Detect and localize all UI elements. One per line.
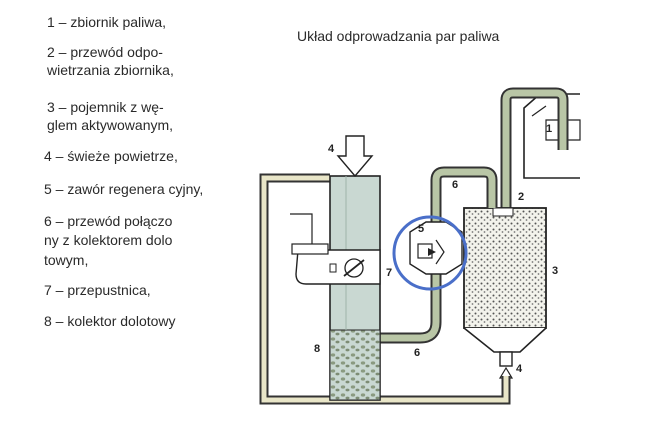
tank-vent-pipe [500,87,569,272]
air-return-duct [259,173,511,405]
regeneration-valve [392,215,468,291]
label-7: 7 [386,267,392,279]
label-8: 8 [314,343,320,355]
legend-item-6-line-3: towym, [44,252,89,268]
legend-item-5: 5 – zawór regenera cyjny, [44,181,204,197]
intake-connection-pipe [380,166,498,344]
label-6-bottom: 6 [414,347,420,359]
label-4-bottom: 4 [516,363,523,375]
carbon-canister [463,207,547,367]
legend-item-3-line-1: 3 – pojemnik z wę- [47,99,164,115]
legend-item-7: 7 – przepustnica, [44,282,151,298]
throttle-valve [290,213,381,285]
label-2: 2 [518,191,524,203]
legend-item-8: 8 – kolektor dolotowy [44,313,176,329]
fresh-air-arrow [336,135,374,178]
legend-item-6-line-2: ny z kolektorem dolo [44,232,173,248]
legend-item-6-line-1: 6 – przewód połączo [44,213,173,229]
legend-item-2-line-1: 2 – przewód odpo- [47,44,163,60]
legend: 1 – zbiornik paliwa, 2 – przewód odpo- w… [0,0,230,440]
legend-item-4: 4 – świeże powietrze, [44,148,178,164]
legend-item-1: 1 – zbiornik paliwa, [47,14,167,30]
label-3: 3 [552,265,558,277]
fuel-tank [523,93,581,179]
legend-item-2-line-2: wietrzania zbiornika, [47,62,174,78]
highlight-circle [392,215,468,291]
diagram-title: Układ odprowadzania par paliwa [297,28,500,44]
label-6-top: 6 [452,179,458,191]
intake-manifold [329,175,381,401]
label-5: 5 [418,223,424,235]
label-4-top: 4 [328,143,335,155]
label-1: 1 [546,123,552,135]
legend-item-3-line-2: glem aktywowanym, [47,117,174,133]
